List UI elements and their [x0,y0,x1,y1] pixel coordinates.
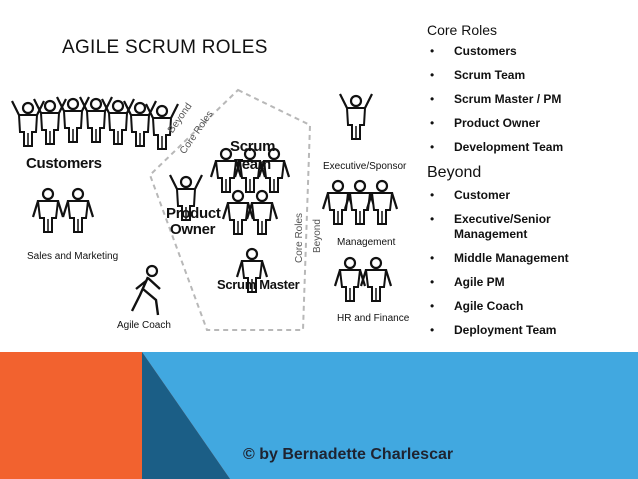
beyond-role-item: Agile Coach [427,299,627,314]
agile-coach-figure [130,264,161,316]
scrum-roles-diagram: Customers Sales and Marketing Agile Coac… [0,75,420,345]
label-core-roles-side: Core Roles [294,212,305,263]
hr-finance-figures [333,256,393,303]
executive-figure [338,92,374,141]
label-agile-coach: Agile Coach [117,320,171,331]
beyond-role-item: Agile PM [427,275,627,290]
customers-figures [10,95,180,151]
beyond-heading: Beyond [427,164,482,181]
diagram-figures [10,88,399,331]
label-scrum-master: Scrum Master [217,277,300,292]
label-scrum-team-2: Team [234,156,271,173]
label-product-owner-2: Owner [170,221,216,238]
label-customers: Customers [26,155,102,172]
beyond-role-item: Middle Management [427,251,627,266]
beyond-role-item: Executive/Senior Management [427,212,572,242]
core-role-item: Development Team [427,140,627,155]
label-hr-finance: HR and Finance [337,313,410,324]
label-sales-marketing: Sales and Marketing [27,251,119,262]
label-management: Management [337,237,396,248]
core-roles-list: Customers Scrum Team Scrum Master / PM P… [427,44,627,155]
slide-title: AGILE SCRUM ROLES [62,37,268,58]
beyond-role-item: Customer [427,188,627,203]
label-executive-sponsor: Executive/Sponsor [323,161,407,172]
label-beyond-side: Beyond [312,219,323,253]
core-roles-boundary [148,88,312,331]
dark-triangle [142,352,230,479]
copyright-text: © by Bernadette Charlescar [243,446,454,463]
management-figures [321,179,399,226]
roles-list: Core Roles Customers Scrum Team Scrum Ma… [427,22,627,347]
core-roles-heading: Core Roles [427,22,498,38]
core-role-item: Scrum Team [427,68,627,83]
sales-marketing-figures [31,187,95,234]
core-role-item: Product Owner [427,116,627,131]
label-product-owner-1: Product [166,205,221,222]
beyond-roles-list: Customer Executive/Senior Management Mid… [427,188,627,338]
beyond-role-item: Deployment Team [427,323,627,338]
core-role-item: Scrum Master / PM [427,92,627,107]
decorative-band [0,352,638,479]
label-scrum-team-1: Scrum [230,138,276,155]
core-role-item: Customers [427,44,627,59]
